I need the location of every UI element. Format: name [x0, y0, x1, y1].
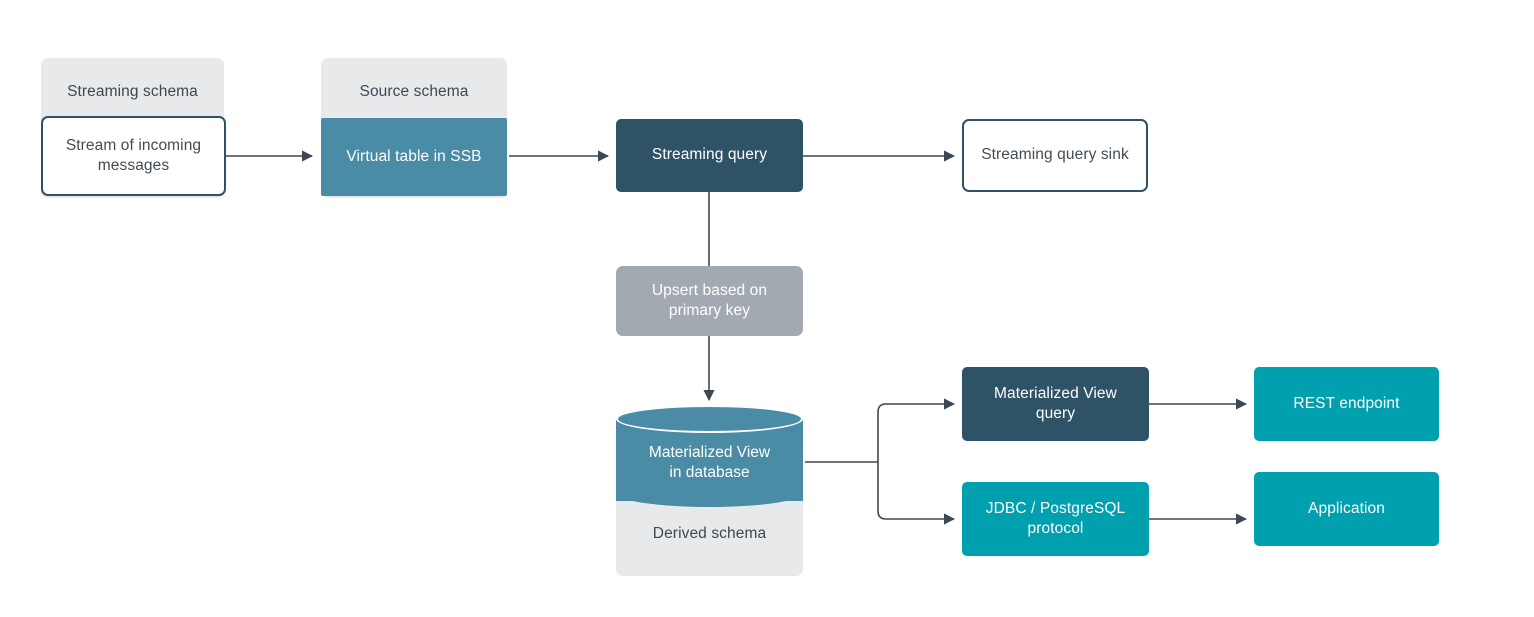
node-jdbc-postgresql-protocol-label: JDBC / PostgreSQL protocol — [985, 499, 1126, 537]
node-virtual-table-in-ssb[interactable]: Virtual table in SSB — [321, 118, 507, 196]
node-materialized-view-query-label: Materialized View query — [994, 384, 1117, 422]
node-materialized-view-in-database[interactable]: Materialized View in database — [616, 405, 803, 510]
node-streaming-query-sink-label: Streaming query sink — [981, 146, 1129, 164]
node-stream-of-incoming-messages-label: Stream of incoming messages — [65, 136, 202, 174]
node-streaming-query-sink[interactable]: Streaming query sink — [962, 119, 1148, 192]
node-jdbc-postgresql-protocol[interactable]: JDBC / PostgreSQL protocol — [962, 482, 1149, 556]
group-source-schema-label: Source schema — [359, 83, 469, 100]
cylinder-top-ellipse — [616, 405, 803, 433]
node-application-label: Application — [1308, 499, 1385, 517]
group-derived-schema-label: Derived schema — [652, 524, 767, 542]
node-materialized-view-in-database-label: Materialized View in database — [648, 443, 771, 481]
node-virtual-table-in-ssb-label: Virtual table in SSB — [346, 147, 482, 165]
cylinder-bottom-ellipse — [616, 479, 803, 507]
edge-branch-to-jdbc — [877, 462, 956, 525]
node-streaming-query[interactable]: Streaming query — [616, 119, 803, 192]
node-streaming-query-label: Streaming query — [651, 146, 768, 164]
node-upsert-based-on-primary-key-label: Upsert based on primary key — [651, 281, 768, 319]
node-stream-of-incoming-messages[interactable]: Stream of incoming messages — [41, 116, 226, 196]
node-upsert-based-on-primary-key[interactable]: Upsert based on primary key — [616, 266, 803, 336]
edge-branch-to-mvquery — [877, 398, 956, 462]
node-materialized-view-in-database-label-wrap: Materialized View in database — [616, 425, 803, 501]
node-rest-endpoint-label: REST endpoint — [1293, 394, 1400, 412]
node-materialized-view-query[interactable]: Materialized View query — [962, 367, 1149, 441]
group-streaming-schema-label: Streaming schema — [67, 83, 198, 100]
node-rest-endpoint[interactable]: REST endpoint — [1254, 367, 1439, 441]
node-application[interactable]: Application — [1254, 472, 1439, 546]
